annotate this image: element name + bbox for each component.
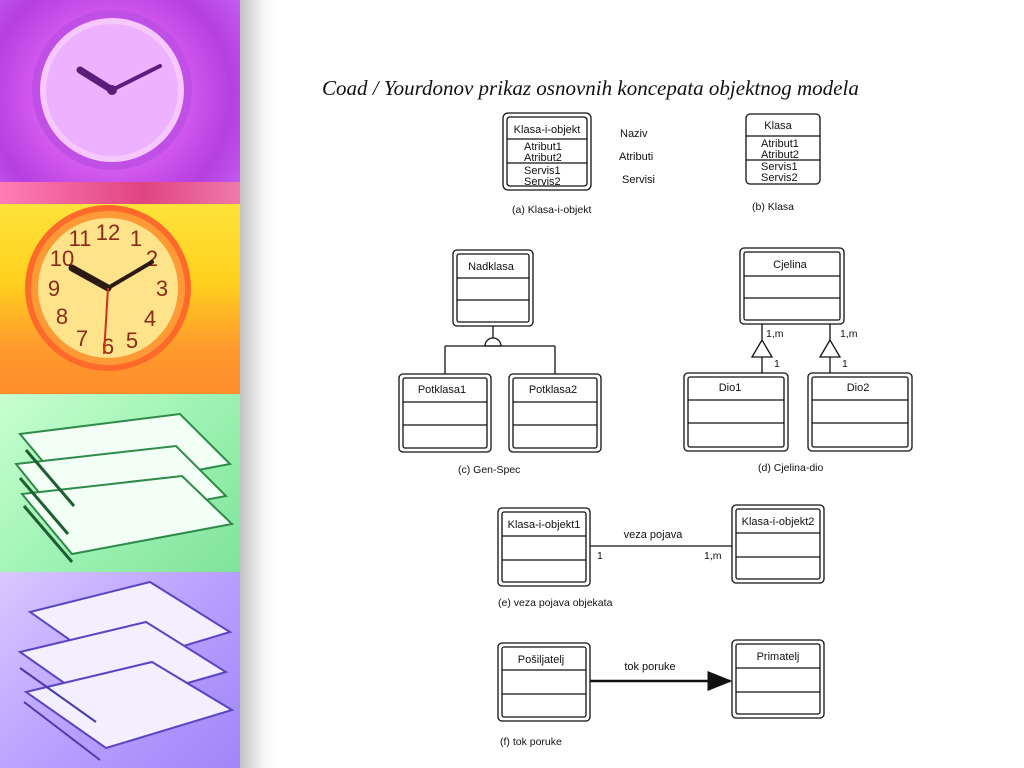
green-papers-photo <box>0 394 240 572</box>
whole-box <box>739 247 845 325</box>
whole-part-connector-2 <box>818 324 842 373</box>
box-a-name: Klasa-i-objekt <box>514 124 581 136</box>
violet-papers-photo <box>0 572 240 768</box>
box-b-name: Klasa <box>764 120 792 132</box>
part1-name: Dio1 <box>719 382 742 394</box>
part1-box <box>683 372 789 452</box>
superclass-name: Nadklasa <box>468 261 515 273</box>
sender-name: Pošiljatelj <box>518 654 564 666</box>
part2-name: Dio2 <box>847 382 870 394</box>
object1-box <box>497 507 591 587</box>
svg-text:7: 7 <box>76 326 88 351</box>
svg-text:8: 8 <box>56 304 68 329</box>
strip-shadow <box>240 0 280 768</box>
caption-b: (b) Klasa <box>752 201 794 213</box>
object2-name: Klasa-i-objekt2 <box>742 516 815 528</box>
svg-text:3: 3 <box>156 276 168 301</box>
object2-box <box>731 504 825 584</box>
svg-text:9: 9 <box>48 276 60 301</box>
subclass1-box <box>398 373 492 453</box>
object1-name: Klasa-i-objekt1 <box>508 519 581 531</box>
caption-d: (d) Cjelina-dio <box>758 462 824 474</box>
instance-connection-label: veza pojava <box>624 529 684 541</box>
gen-spec-connector <box>444 326 556 374</box>
box-b-service-1: Servis1 <box>761 161 798 173</box>
whole-name: Cjelina <box>773 259 808 271</box>
multiplicity-part-1: 1 <box>774 358 780 370</box>
caption-c: (c) Gen-Spec <box>458 464 520 476</box>
paper-stack-icon <box>14 412 235 563</box>
slide-title: Coad / Yourdonov prikaz osnovnih koncepa… <box>322 76 859 100</box>
label-services: Servisi <box>622 174 655 186</box>
multiplicity-left: 1 <box>597 550 603 562</box>
caption-a: (a) Klasa-i-objekt <box>512 204 591 216</box>
part2-box <box>807 372 913 452</box>
subclass2-name: Potklasa2 <box>529 384 577 396</box>
receiver-name: Primatelj <box>757 651 800 663</box>
svg-text:12: 12 <box>96 220 120 245</box>
paper-stack-icon <box>17 580 235 761</box>
box-b-attribute-2: Atribut2 <box>761 149 799 161</box>
subclass2-box <box>508 373 602 453</box>
box-a-service-2: Servis2 <box>524 176 561 188</box>
multiplicity-right: 1,m <box>704 550 722 562</box>
label-attributes: Atributi <box>619 151 653 163</box>
multiplicity-part-2: 1 <box>842 358 848 370</box>
clock-icon <box>32 10 192 170</box>
box-a-attribute-2: Atribut2 <box>524 152 562 164</box>
class-box-b <box>745 113 821 185</box>
multiplicity-whole-2: 1,m <box>840 328 858 340</box>
box-b-attribute-1: Atribut1 <box>761 138 799 150</box>
caption-e: (e) veza pojava objekata <box>498 597 613 609</box>
receiver-box <box>731 639 825 719</box>
svg-text:1: 1 <box>130 226 142 251</box>
svg-text:11: 11 <box>69 226 92 251</box>
box-b-service-2: Servis2 <box>761 172 798 184</box>
svg-text:4: 4 <box>144 306 156 331</box>
purple-clock-photo <box>0 0 240 182</box>
subclass1-name: Potklasa1 <box>418 384 466 396</box>
svg-text:5: 5 <box>126 328 138 353</box>
pink-band <box>0 182 240 204</box>
box-a-service-1: Servis1 <box>524 165 561 177</box>
message-label: tok poruke <box>624 661 675 673</box>
label-name: Naziv <box>620 128 648 140</box>
multiplicity-whole-1: 1,m <box>766 328 784 340</box>
box-a-attribute-1: Atribut1 <box>524 141 562 153</box>
whole-part-connector-1 <box>750 324 774 373</box>
caption-f: (f) tok poruke <box>500 736 562 748</box>
class-and-object-box-a <box>502 112 592 191</box>
